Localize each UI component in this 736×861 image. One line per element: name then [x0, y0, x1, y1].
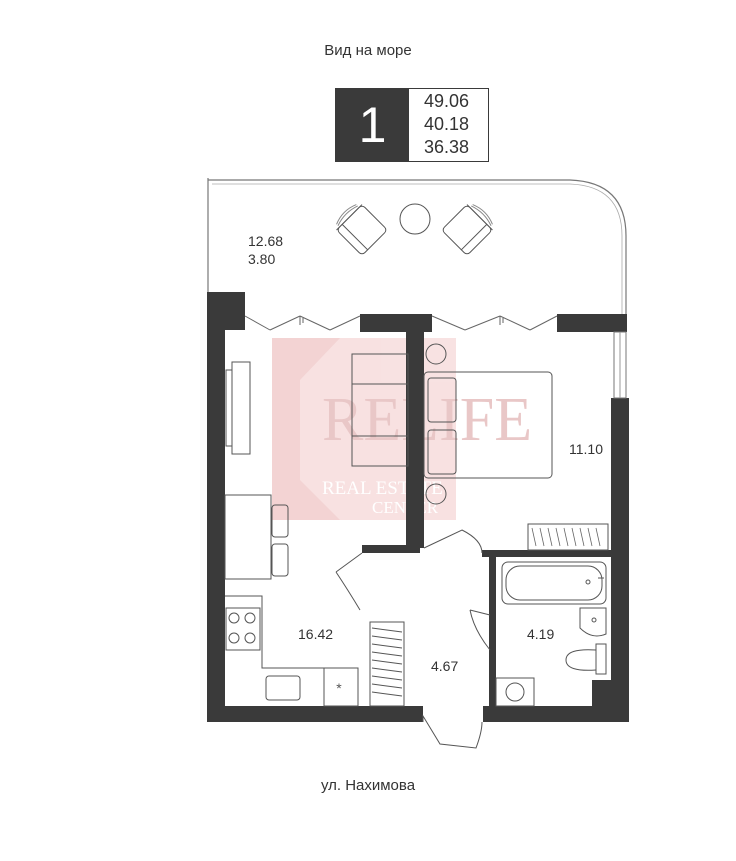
living-area: 40.18: [424, 114, 470, 134]
area-without-balcony: 36.38: [424, 137, 470, 157]
living-furniture: *: [224, 353, 409, 707]
balcony-doors: [244, 315, 558, 331]
street-label: ул. Нахимова: [320, 777, 416, 794]
balcony-area: 12.68: [248, 233, 284, 249]
watermark-line1: RELIFE: [322, 386, 532, 454]
svg-text:*: *: [336, 680, 342, 696]
hall-features: [335, 529, 491, 749]
total-area: 49.06: [424, 91, 470, 111]
balcony-outline: [207, 178, 627, 318]
area-list: 49.06 40.18 36.38: [424, 90, 469, 159]
walls: [207, 292, 629, 722]
bathroom-area: 4.19: [527, 626, 555, 642]
wardrobe-hatching: [531, 527, 601, 547]
kitchen-living-area: 16.42: [298, 626, 334, 642]
watermark-line2: REAL ESTATE: [322, 478, 443, 499]
balcony-coef-area: 3.80: [248, 251, 276, 267]
balcony-area-label: 12.68 3.80: [248, 232, 283, 268]
hall-area: 4.67: [431, 658, 459, 674]
apartment-badge: 1 49.06 40.18 36.38: [335, 88, 489, 162]
bedroom-furniture: [423, 343, 609, 551]
bathroom-fixtures: [495, 561, 607, 707]
balcony-furniture: [336, 203, 493, 255]
view-label: Вид на море: [324, 42, 412, 59]
bedroom-area: 11.10: [569, 441, 603, 457]
room-count: 1: [336, 89, 409, 161]
watermark: RELIFE REAL ESTATE CENTER: [272, 338, 532, 520]
